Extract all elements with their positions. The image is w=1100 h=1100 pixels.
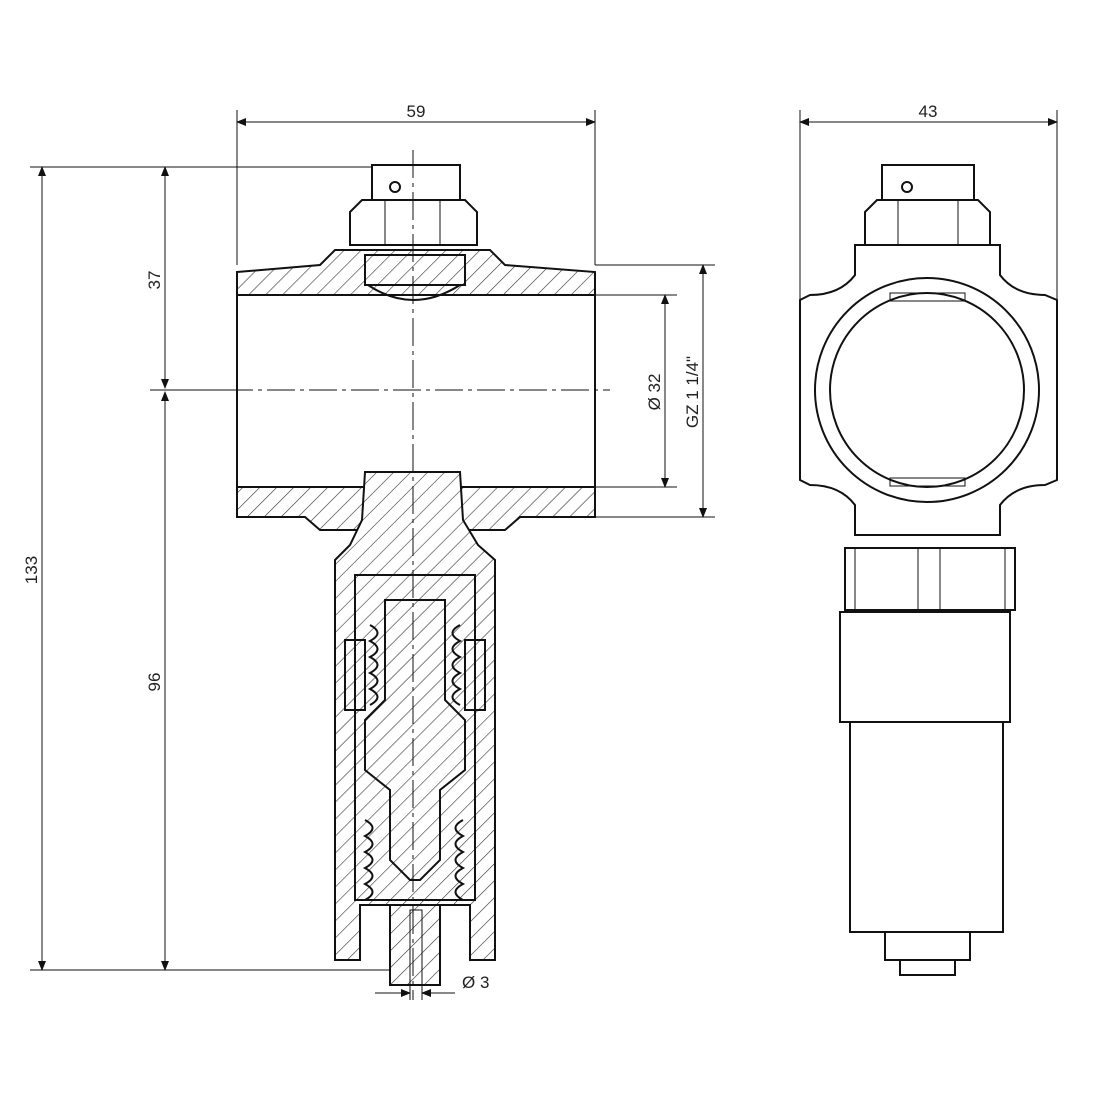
side-dimensions: 43 bbox=[799, 102, 1058, 300]
diameter-dimension-32: Ø 32 bbox=[645, 374, 664, 411]
pipe-inner-ring bbox=[829, 292, 1025, 488]
side-view bbox=[799, 164, 1058, 976]
top-cap bbox=[371, 164, 461, 201]
valve-stem bbox=[364, 599, 466, 881]
side-bottom-nut bbox=[884, 931, 971, 961]
side-body bbox=[849, 721, 1004, 933]
cap-hole bbox=[389, 181, 401, 193]
front-dimensions: 59 133 37 96 Ø 32 GZ 1 1/4" Ø 3 bbox=[22, 102, 715, 1000]
side-hex-nut bbox=[864, 199, 991, 246]
top-thread bbox=[364, 254, 466, 286]
outlet-diameter-dimension: Ø 3 bbox=[462, 973, 489, 992]
spring-icon bbox=[362, 624, 466, 901]
thread-dimension: GZ 1 1/4" bbox=[683, 356, 702, 428]
height-dimension-37: 37 bbox=[145, 271, 164, 290]
height-dimension-133: 133 bbox=[22, 556, 41, 584]
front-section-view bbox=[225, 150, 610, 1000]
side-width-dimension-43: 43 bbox=[919, 102, 938, 121]
pipe-outer-ring bbox=[814, 277, 1040, 503]
pipe-top-wall bbox=[236, 249, 596, 296]
outlet-nozzle bbox=[389, 904, 441, 986]
side-collar bbox=[844, 547, 1016, 611]
side-sleeve bbox=[839, 611, 1011, 723]
hex-nut bbox=[349, 199, 478, 246]
width-dimension-59: 59 bbox=[407, 102, 426, 121]
height-dimension-96: 96 bbox=[145, 673, 164, 692]
tee-body bbox=[799, 244, 1058, 536]
